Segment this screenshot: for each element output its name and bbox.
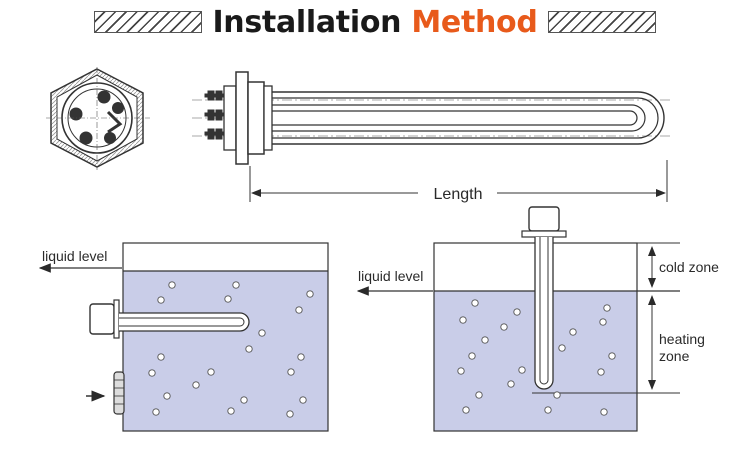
vertical-liquid-level-label: liquid level: [358, 268, 423, 284]
title-word-1: Installation: [212, 4, 402, 40]
title-word-2: Method: [411, 4, 538, 40]
title-hatch-left: [94, 11, 203, 33]
title-hatch-right: [547, 11, 656, 33]
heating-zone-label-line1: heating: [659, 331, 705, 347]
cold-zone-label: cold zone: [659, 259, 719, 275]
title-bar: Installation Method: [0, 0, 750, 44]
heating-zone-label-line2: zone: [659, 348, 690, 364]
horizontal-install-tank: [38, 242, 329, 432]
vertical-install-tank: [356, 206, 680, 432]
length-label: Length: [434, 186, 483, 203]
page-title: Installation Method: [212, 5, 537, 40]
heater-side-view: [192, 71, 670, 202]
heater-end-view: [46, 67, 150, 170]
horizontal-liquid-level-label: liquid level: [42, 248, 107, 264]
